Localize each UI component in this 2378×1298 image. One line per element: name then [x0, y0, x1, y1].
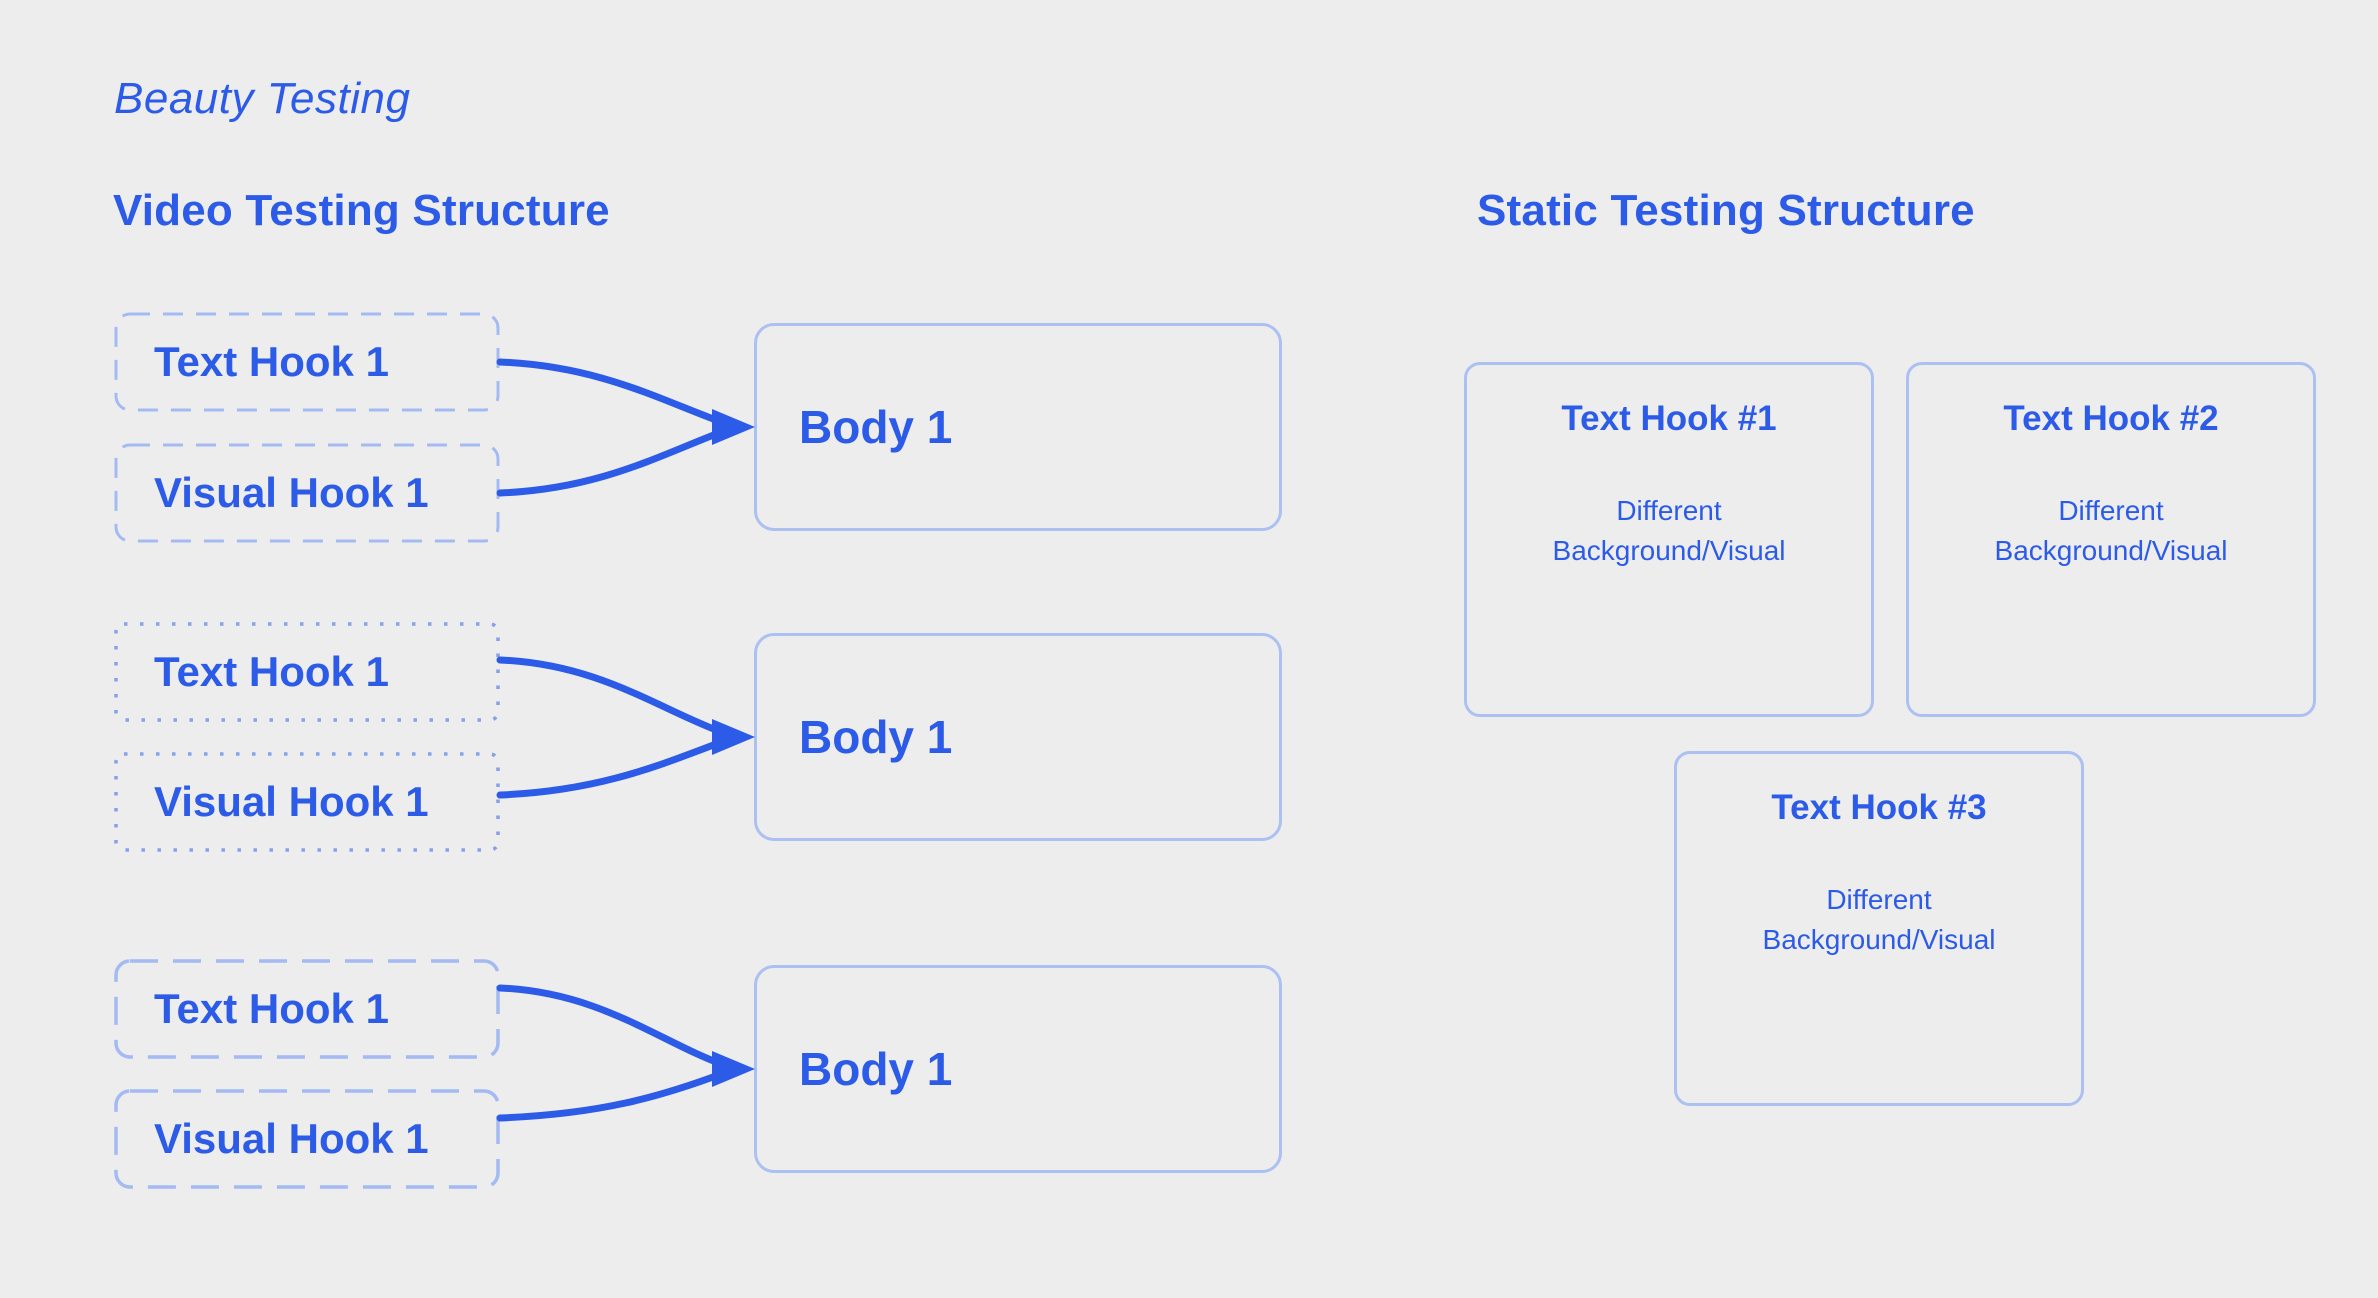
text-hook-box-group3: Text Hook 1	[114, 959, 500, 1059]
static-section-heading: Static Testing Structure	[1477, 186, 1975, 235]
arrowhead-body1	[712, 409, 755, 445]
static-card-title: Text Hook #3	[1771, 788, 1987, 827]
connector-visual-hook1-body1	[496, 427, 728, 497]
text-hook-box-group1: Text Hook 1	[114, 312, 500, 412]
arrowhead-body3	[712, 1051, 755, 1087]
arrowhead-body2	[712, 719, 755, 755]
text-hook-box-group2: Text Hook 1	[114, 622, 500, 722]
visual-hook-box-group3: Visual Hook 1	[114, 1089, 500, 1189]
text-hook-label: Text Hook 1	[154, 648, 389, 695]
body-box-group3: Body 1	[754, 965, 1282, 1173]
body-box-group1: Body 1	[754, 323, 1282, 531]
connector-text-hook3-body3	[496, 984, 728, 1069]
connector-visual-hook2-body2	[496, 737, 728, 799]
connector-text-hook2-body2	[496, 656, 728, 737]
body-label: Body 1	[799, 711, 953, 763]
static-card-3: Text Hook #3 Different Background/Visual	[1674, 751, 2084, 1106]
visual-hook-label: Visual Hook 1	[154, 469, 429, 516]
page-title: Beauty Testing	[114, 74, 411, 123]
video-section-heading: Video Testing Structure	[113, 186, 610, 235]
connector-visual-hook3-body3	[496, 1069, 728, 1122]
text-hook-label: Text Hook 1	[154, 338, 389, 385]
connector-text-hook1-body1	[496, 358, 728, 427]
visual-hook-label: Visual Hook 1	[154, 778, 429, 825]
visual-hook-box-group1: Visual Hook 1	[114, 443, 500, 543]
static-card-body: Different Background/Visual	[1762, 884, 1996, 955]
text-hook-label: Text Hook 1	[154, 985, 389, 1032]
visual-hook-label: Visual Hook 1	[154, 1115, 429, 1162]
static-card-title: Text Hook #1	[1561, 399, 1777, 438]
body-box-group2: Body 1	[754, 633, 1282, 841]
static-card-1: Text Hook #1 Different Background/Visual	[1464, 362, 1874, 717]
body-label: Body 1	[799, 401, 953, 453]
visual-hook-box-group2: Visual Hook 1	[114, 752, 500, 852]
static-card-2: Text Hook #2 Different Background/Visual	[1906, 362, 2316, 717]
static-card-title: Text Hook #2	[2003, 399, 2219, 438]
static-card-body: Different Background/Visual	[1994, 495, 2228, 566]
static-card-body: Different Background/Visual	[1552, 495, 1786, 566]
body-label: Body 1	[799, 1043, 953, 1095]
